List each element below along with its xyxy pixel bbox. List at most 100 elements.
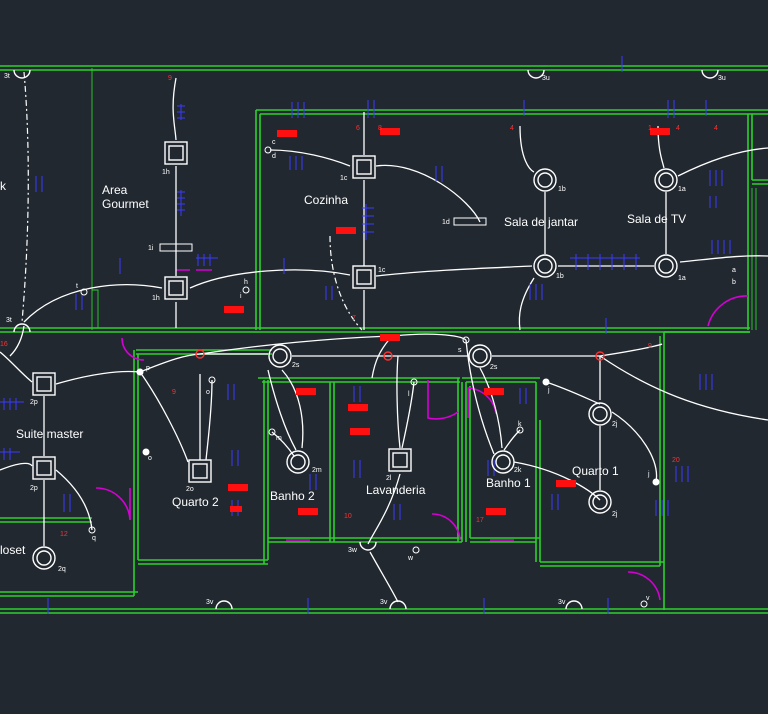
tag-2m: 2m <box>312 467 322 474</box>
tag-1b-b: 1b <box>556 273 564 280</box>
tag-2p-a: 2p <box>30 399 38 406</box>
tag-3w: 3w <box>348 547 358 554</box>
outlet-markers <box>224 128 670 515</box>
switch-tag-k: k <box>518 421 522 428</box>
switch-tag-v: v <box>646 595 650 602</box>
tag-1i: 1i <box>148 245 154 252</box>
room-label-banho1: Banho 1 <box>486 476 531 490</box>
lamp-1a-upper <box>654 168 678 192</box>
tag-3u-a: 3u <box>542 75 550 82</box>
switch-tag-o-lower: o <box>148 455 152 462</box>
lamp-1c-lower <box>352 265 376 289</box>
room-label-cozinha: Cozinha <box>304 193 348 207</box>
circuit-num-16: 16 <box>0 341 8 348</box>
lamp-2l <box>388 448 412 472</box>
tag-2s-a: 2s <box>292 362 300 369</box>
lamp-1h-lower <box>164 276 188 300</box>
room-label-sala-tv: Sala de TV <box>627 212 686 226</box>
circuit-num-4-b: 4 <box>676 125 680 132</box>
tag-1h-b: 1h <box>152 295 160 302</box>
room-label-quarto1: Quarto 1 <box>572 464 619 478</box>
tag-3u-b: 3u <box>718 75 726 82</box>
circuit-num-4-a: 4 <box>510 125 514 132</box>
circuit-num-1: 1 <box>648 125 652 132</box>
switch-tag-a: a <box>732 267 736 274</box>
ceiling-lamps <box>13 69 719 610</box>
circuit-num-9-right: 9 <box>648 343 652 350</box>
tag-3t-left: 3t <box>6 317 12 324</box>
lamp-2p-upper <box>32 372 56 396</box>
switch-tag-q: q <box>92 535 96 542</box>
room-label-gourmet: Gourmet <box>102 197 149 211</box>
room-label-area: Area <box>102 183 128 197</box>
switch-tag-j-upper: j <box>547 387 550 394</box>
lamp-2j-lower <box>588 490 612 514</box>
lamp-2s-left <box>268 344 292 368</box>
tag-1a-a: 1a <box>678 186 686 193</box>
lamp-2m <box>286 450 310 474</box>
lamp-1a-lower <box>654 254 678 278</box>
circuit-num-6: 6 <box>356 125 360 132</box>
tag-1d: 1d <box>442 219 450 226</box>
room-label-suite-master: Suite master <box>16 427 83 441</box>
circuit-num-20: 20 <box>672 457 680 464</box>
switch-tag-p: p <box>146 365 150 372</box>
circuit-num-4-c: 4 <box>714 125 718 132</box>
circuit-num-10: 10 <box>344 513 352 520</box>
tag-1c-a: 1c <box>340 175 348 182</box>
tag-3v-b: 3v <box>380 599 388 606</box>
room-label-closet: loset <box>0 543 26 557</box>
tag-1h-a: 1h <box>162 169 170 176</box>
switch-tag-o-upper: o <box>206 389 210 396</box>
lamp-1b-lower <box>533 254 557 278</box>
switch-tag-t: t <box>76 283 78 290</box>
room-label-banho2: Banho 2 <box>270 489 315 503</box>
circuit-num-8: 8 <box>378 125 382 132</box>
tag-2p-b: 2p <box>30 485 38 492</box>
circuit-num-7: 7 <box>352 315 356 322</box>
circuit-num-9-top: 9 <box>168 75 172 82</box>
tag-3v-c: 3v <box>558 599 566 606</box>
walls <box>0 65 768 614</box>
lamp-1b-upper <box>533 168 557 192</box>
lamp-1h-upper <box>164 141 188 165</box>
switch-tag-i: i <box>240 293 242 300</box>
tag-1b-a: 1b <box>558 186 566 193</box>
circuit-tags: 3t 3u 3u 1h 1h 1i 1c 1c 1d 1b 1b 1a 1a 3… <box>4 73 736 606</box>
room-label-quarto2: Quarto 2 <box>172 495 219 509</box>
tag-3v-a: 3v <box>206 599 214 606</box>
room-labels: Area Gourmet Cozinha Sala de jantar Sala… <box>0 179 686 557</box>
switch-tag-d: d <box>272 153 276 160</box>
switch-tag-b: b <box>732 279 736 286</box>
switch-tag-c: c <box>272 139 276 146</box>
wiring <box>0 71 768 603</box>
room-label-sala-jantar: Sala de jantar <box>504 215 578 229</box>
lamp-2j-upper <box>588 402 612 426</box>
lamp-2s-right <box>468 344 492 368</box>
tag-2l: 2l <box>386 475 392 482</box>
switch-tag-s: s <box>458 347 462 354</box>
tag-1a-b: 1a <box>678 275 686 282</box>
conduit-symbols <box>0 56 731 614</box>
lamp-2o <box>188 459 212 483</box>
tag-2q: 2q <box>58 566 66 573</box>
room-label-lavanderia: Lavanderia <box>366 483 426 497</box>
tag-2k: 2k <box>514 467 522 474</box>
switch-tag-w: w <box>407 555 414 562</box>
switch-tag-j-lower: j <box>647 471 650 478</box>
door-swings <box>95 269 749 601</box>
circuit-numbers: 9 6 8 4 4 4 1 7 16 9 10 12 17 20 9 <box>0 75 718 538</box>
lamp-1c-upper <box>352 155 376 179</box>
room-label-left-k: k <box>0 179 7 193</box>
circuit-num-17: 17 <box>476 517 484 524</box>
tag-2s-b: 2s <box>490 364 498 371</box>
tag-1c-b: 1c <box>378 267 386 274</box>
switch-tag-h: h <box>244 279 248 286</box>
circuit-num-12: 12 <box>60 531 68 538</box>
tag-2j-a: 2j <box>612 421 618 428</box>
circuit-num-9-mid: 9 <box>172 389 176 396</box>
tag-3t-top: 3t <box>4 73 10 80</box>
lamp-2p-lower <box>32 456 56 480</box>
switch-tag-l: l <box>408 391 410 398</box>
